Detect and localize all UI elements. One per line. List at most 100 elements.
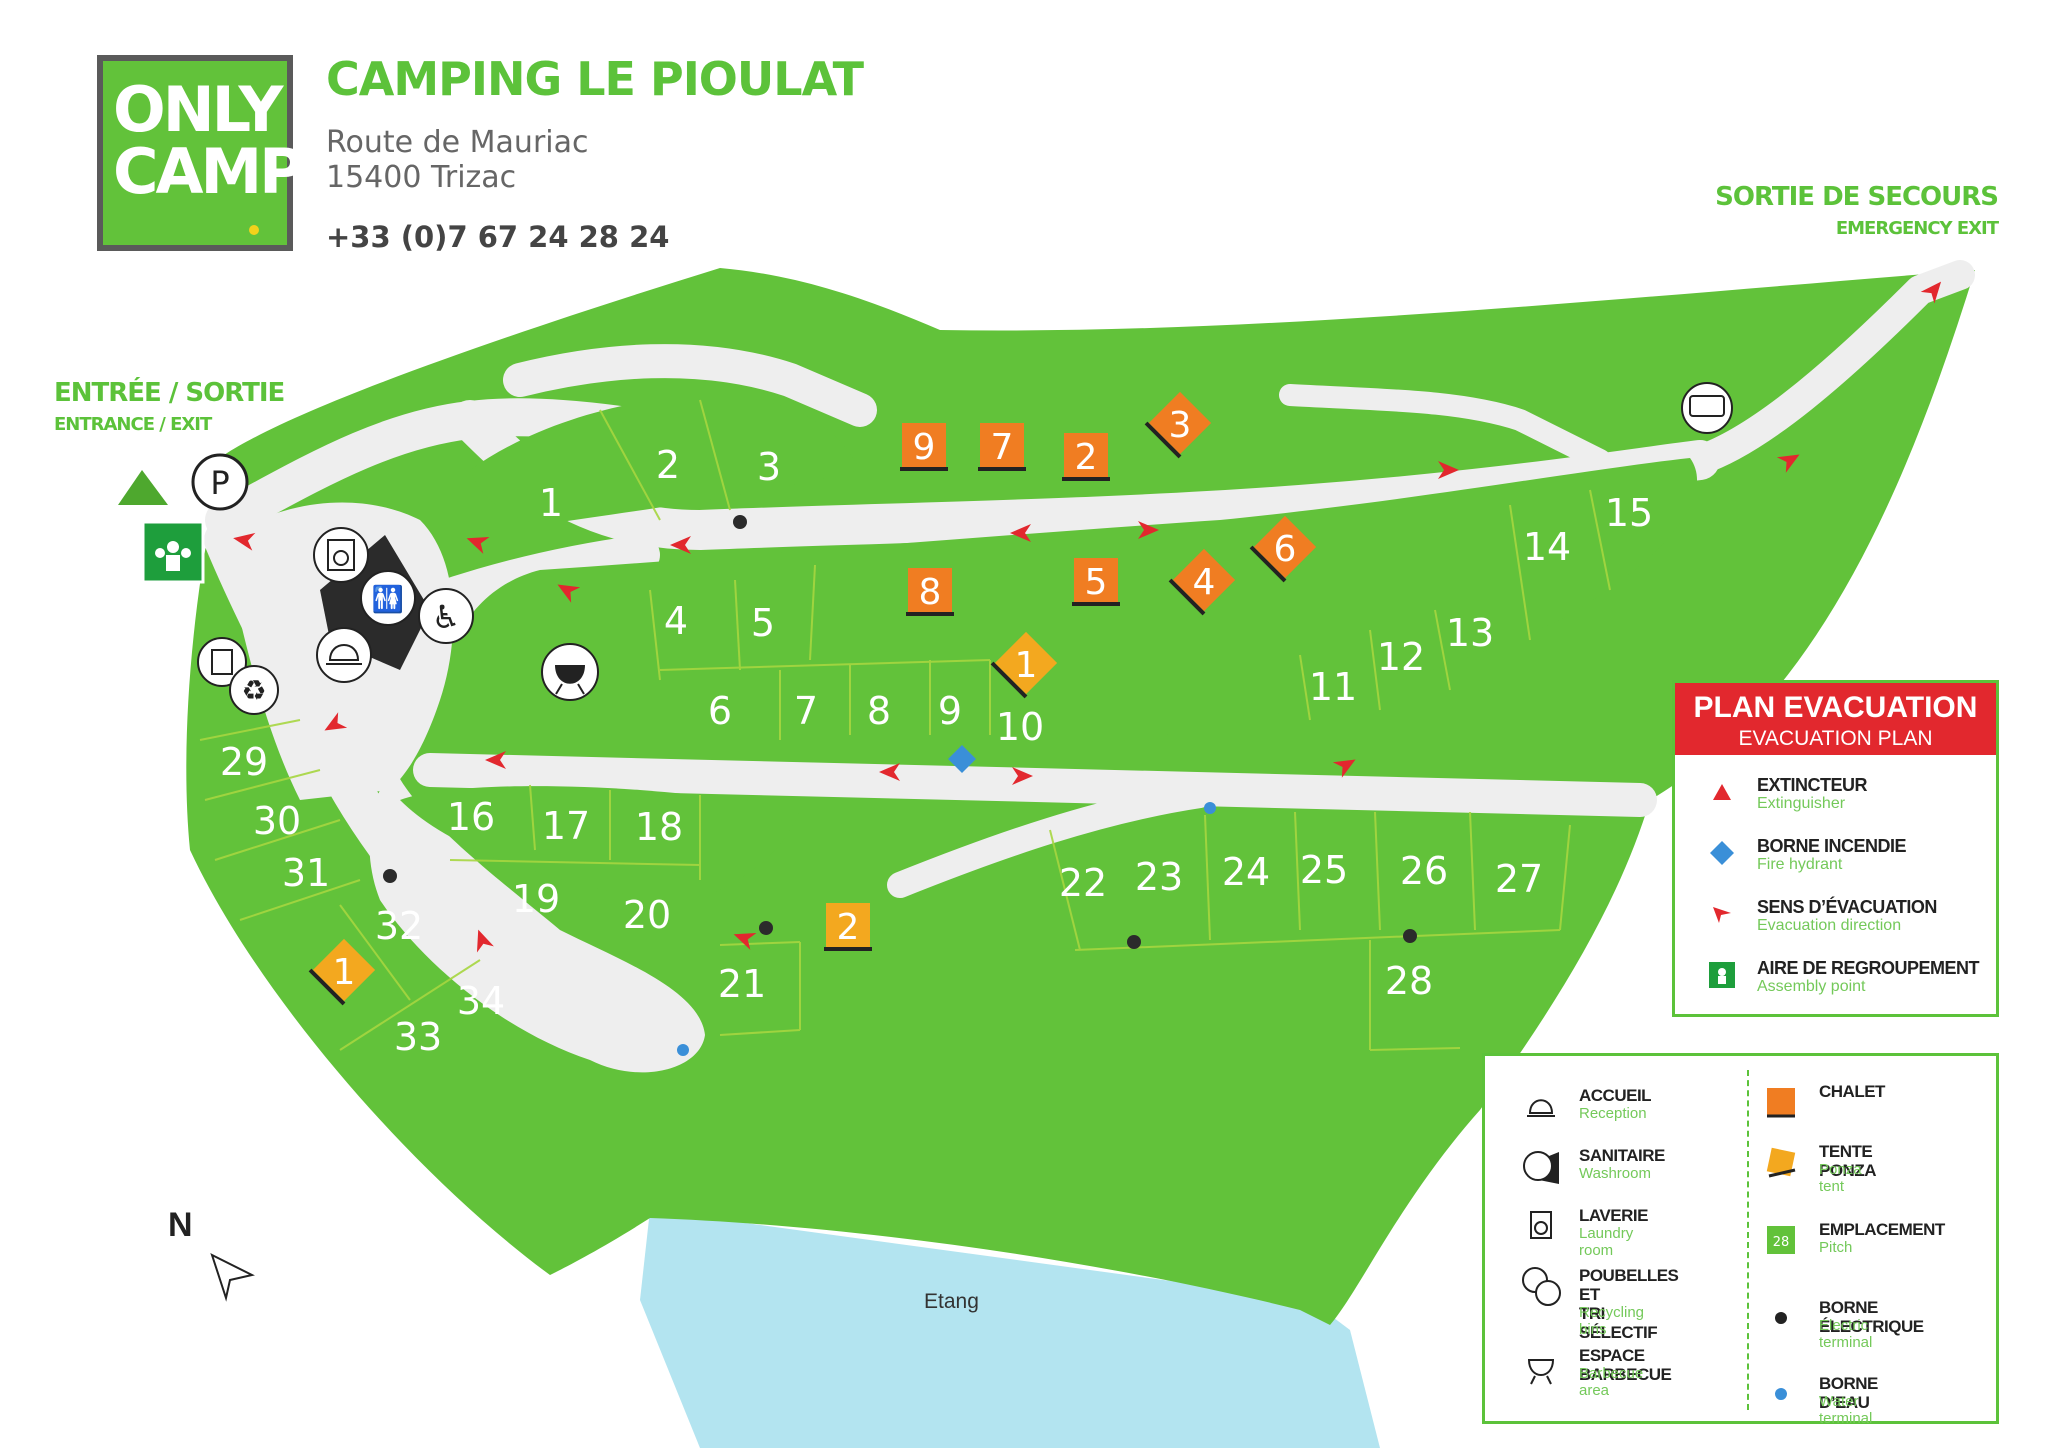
chalet-marker: 8 (906, 568, 954, 616)
pitch-number: 29 (220, 740, 268, 784)
pitch-number: 33 (394, 1015, 442, 1059)
pitch-number: 13 (1446, 611, 1494, 655)
evacuation-arrow (1012, 767, 1033, 785)
pitch-number: 27 (1495, 857, 1543, 901)
chalet-marker-shadow (1144, 421, 1182, 459)
pitch-number: 6 (708, 689, 732, 733)
chalet-marker-shadow (1249, 545, 1287, 583)
pitch-number: 14 (1523, 525, 1571, 569)
pitch-number: 17 (542, 804, 590, 848)
north-arrow-icon (210, 1253, 255, 1302)
pitch-badge: 28 (1773, 1235, 1790, 1250)
pitch-number: 25 (1300, 848, 1348, 892)
evacuation-legend-header: PLAN EVACUATION EVACUATION PLAN (1675, 683, 1996, 755)
chalet-marker-shape (1074, 558, 1118, 602)
legend-main: BORNE D’EAU (1819, 1374, 1878, 1412)
barbecue-icon (541, 643, 599, 701)
pitch-number: 16 (447, 795, 495, 839)
chalet-marker: 2 (1062, 433, 1110, 481)
only-camp-logo: ONLY CAMP (97, 55, 305, 251)
evac-legend-main: BORNE INCENDIE (1757, 836, 1907, 856)
washroom-icon (1523, 1151, 1559, 1184)
pitch-square-icon: 28 (1767, 1226, 1795, 1254)
chalet-marker-shadow (1168, 578, 1206, 616)
evacuation-arrow-shape (1138, 521, 1159, 539)
tent-marker-shape (826, 903, 870, 947)
parking-label: P (210, 464, 229, 502)
page-title: CAMPING LE PIOULAT (326, 52, 864, 106)
evacuation-legend: PLAN EVACUATION EVACUATION PLAN EXTINCTE… (1672, 680, 1999, 1017)
chalet-marker-shape (908, 568, 952, 612)
legend-main: ACCUEIL (1579, 1086, 1652, 1105)
water-terminal-dot-icon (1775, 1388, 1787, 1400)
electric-terminal-dot (1403, 929, 1417, 943)
evacuation-arrow (485, 751, 506, 769)
electric-terminal-dot (759, 921, 773, 935)
legend-main: TENTE PONZA (1819, 1142, 1877, 1180)
reception-bell-icon (316, 627, 372, 683)
pitch-number: 18 (635, 805, 683, 849)
address-line2: 15400 Trizac (326, 160, 517, 195)
legend-main: SANITAIRE (1579, 1146, 1665, 1165)
water-terminal-dot (1204, 802, 1216, 814)
legend-sub: Pitch (1819, 1239, 1853, 1256)
evac-legend-main: EXTINCTEUR (1757, 775, 1868, 795)
pitch-number: 22 (1059, 861, 1107, 905)
evacuation-arrow-shape (733, 932, 757, 950)
svg-text:♿: ♿ (432, 598, 461, 636)
assembly-point-icon (141, 520, 205, 584)
pitch-number: 1 (539, 481, 563, 525)
evac-legend-item: BORNE INCENDIE Fire hydrant (1675, 836, 1996, 890)
chalet-marker-number: 9 (913, 427, 936, 468)
evac-legend-sub: Extinguisher (1757, 795, 1846, 812)
chalet-square-icon (1767, 1088, 1795, 1118)
legend-sub: Laundry room (1579, 1225, 1634, 1259)
evac-legend-item: AIRE DE REGROUPEMENT Assembly point (1675, 958, 1996, 1012)
tent-marker-shadow (308, 968, 346, 1006)
turning-loop (369, 770, 705, 1073)
chalet-marker-number: 6 (1274, 529, 1297, 570)
evacuation-arrow-shape (1010, 524, 1031, 542)
tent-marker: 2 (824, 903, 872, 951)
legend-sub: Barbecue area (1579, 1365, 1644, 1399)
pitch-number: 7 (794, 689, 818, 733)
evacuation-arrow-shape (324, 712, 348, 731)
evacuation-arrow (670, 536, 691, 554)
evacuation-arrow-shape (1012, 767, 1033, 785)
legend-main: POUBELLES ET TRI SÉLECTIF (1579, 1266, 1679, 1342)
entrance-flag-icon (118, 470, 168, 505)
pitch-number: 34 (457, 979, 505, 1023)
chalet-marker-number: 5 (1085, 562, 1108, 603)
legend-sub: Recycling bins (1579, 1304, 1645, 1338)
evacuation-arrow-shape (466, 536, 490, 554)
tent-marker-number: 1 (1015, 645, 1038, 686)
chalet-marker: 7 (978, 423, 1026, 471)
barbecue-icon (1527, 1359, 1555, 1385)
pitch-number: 2 (656, 443, 680, 487)
evac-legend-item: EXTINCTEUR Extinguisher (1675, 775, 1996, 829)
evacuation-arrow-shape (670, 536, 691, 554)
entrance-label: ENTRÉE / SORTIE (54, 378, 285, 408)
evacuation-arrow (1010, 524, 1031, 542)
pitch-number: 26 (1400, 849, 1448, 893)
address-line1: Route de Mauriac (326, 125, 589, 160)
legend-sub: Electric terminal (1819, 1317, 1873, 1351)
chalet-marker-shape (1064, 433, 1108, 477)
evacuation-arrow (1438, 461, 1459, 479)
evacuation-arrow-shape (1438, 461, 1459, 479)
legend-sub: Water terminal (1819, 1393, 1873, 1427)
evacuation-arrow (733, 932, 757, 950)
chalet-marker-number: 2 (1075, 437, 1098, 478)
pitch-number: 28 (1385, 959, 1433, 1003)
legend-main: ESPACE BARBECUE (1579, 1346, 1672, 1384)
chalet-marker-number: 8 (919, 572, 942, 613)
legend-main: EMPLACEMENT (1819, 1220, 1945, 1239)
chalet-marker-number: 3 (1169, 405, 1192, 446)
evac-legend-main: AIRE DE REGROUPEMENT (1757, 958, 1980, 978)
evacuation-arrow-shape (233, 532, 256, 551)
evacuation-legend-subtitle: EVACUATION PLAN (1738, 727, 1933, 750)
tent-square-icon (1766, 1147, 1796, 1178)
water-terminal-dot (677, 1044, 689, 1056)
